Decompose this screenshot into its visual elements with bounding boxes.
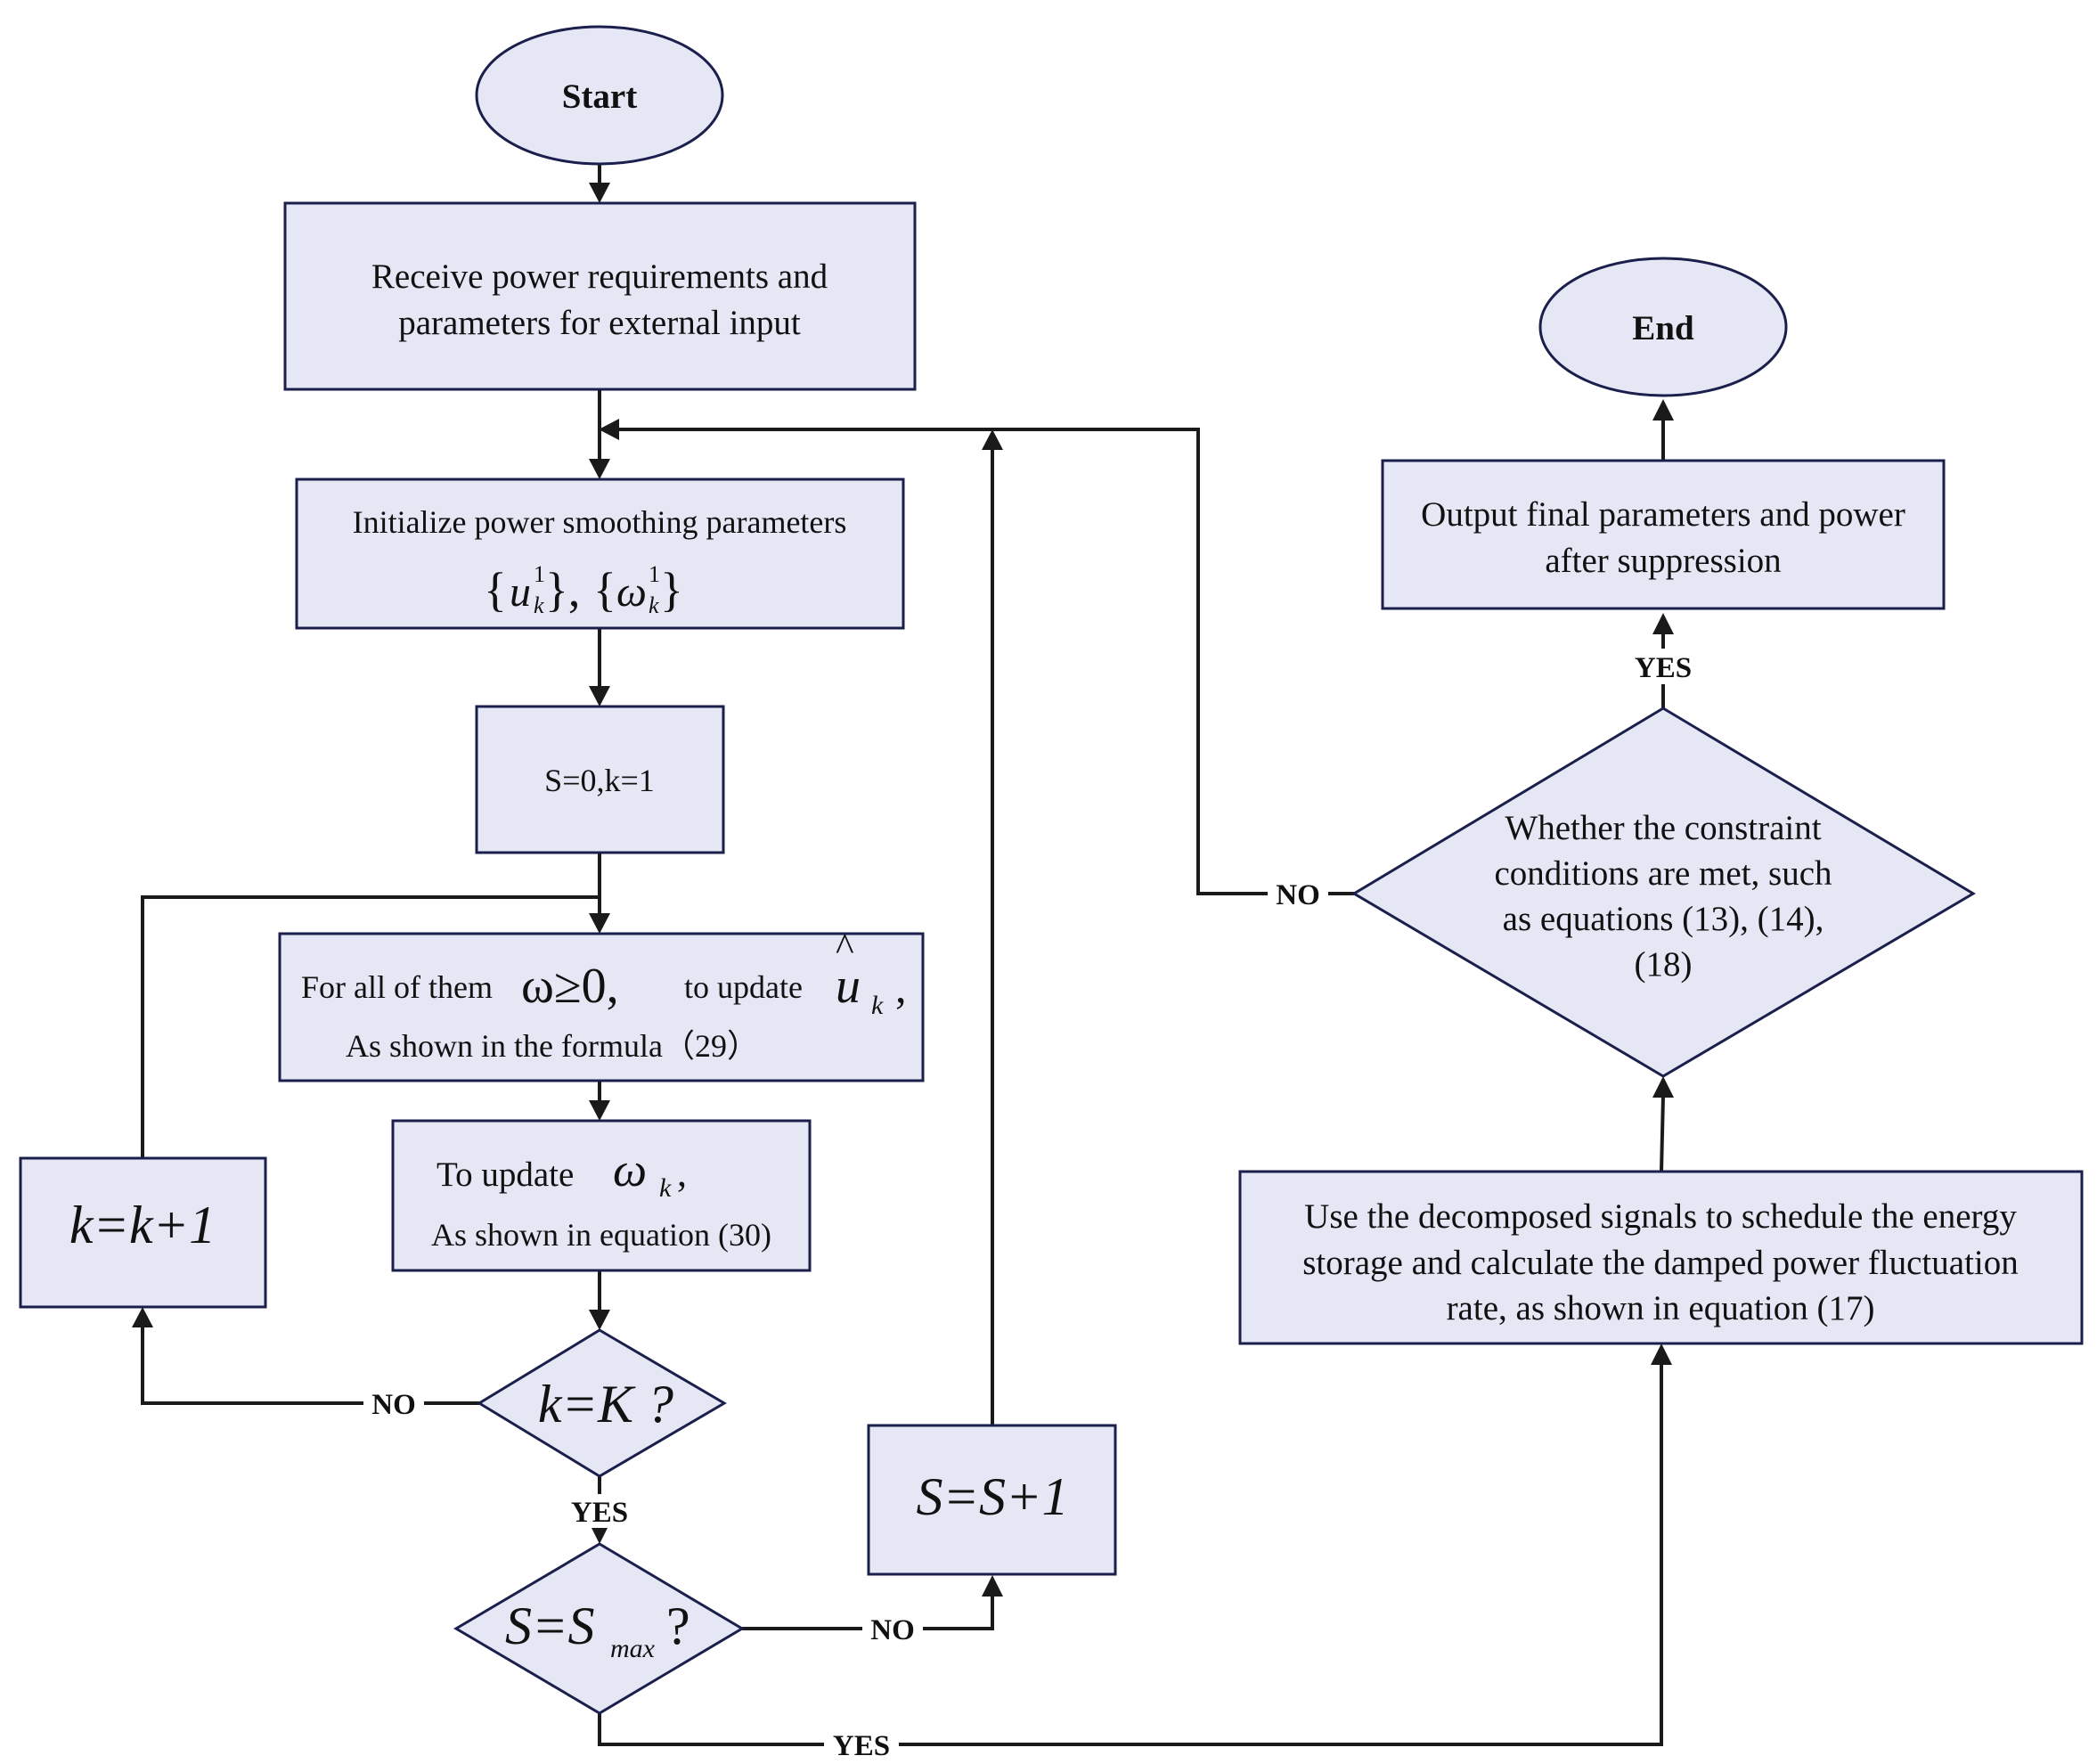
update-prefix: To update	[437, 1156, 574, 1194]
update-comma: ,	[677, 1151, 687, 1195]
connectors	[132, 165, 1674, 1746]
arrowhead	[591, 1526, 608, 1544]
increment-k-box: k=k+1	[19, 1156, 267, 1309]
arrowhead	[589, 183, 610, 203]
increment-k-label: k=k+1	[69, 1196, 216, 1254]
init-u: u	[510, 568, 531, 616]
init-omega-sup: 1	[649, 561, 660, 587]
arrowhead	[589, 1310, 610, 1330]
output-box: Output final parameters and power after …	[1381, 459, 1946, 610]
decision-constraints: Whether the constraint conditions are me…	[1351, 706, 1976, 1078]
arrowhead	[589, 1100, 610, 1121]
init-u-sub: k	[534, 592, 544, 618]
init-math: { u 1 k }, { ω 1 k }	[484, 561, 683, 618]
edge-labels: NO YES NO YES NO YES	[363, 649, 1701, 1762]
arrowhead	[1652, 1076, 1674, 1098]
label-yes-constraint: YES	[1635, 652, 1692, 684]
decision-k-equals-K: k=K ?	[477, 1328, 727, 1478]
edge-decomp-constraint	[1660, 1095, 1665, 1172]
init-brace-open-1: {	[484, 563, 507, 617]
receive-line-1: Receive power requirements and	[371, 257, 828, 296]
init-u-sup: 1	[534, 561, 545, 587]
decision-s-equals-smax: S=S max ?	[453, 1542, 745, 1715]
init-omega: ω	[616, 568, 647, 616]
update-omega: ω	[613, 1143, 647, 1196]
init-params-box: Initialize power smoothing parameters { …	[295, 478, 905, 630]
arrowhead	[589, 686, 610, 706]
forall-line-2: As shown in the formula（29）	[346, 1028, 759, 1064]
constraint-line-2: conditions are met, such	[1494, 854, 1832, 893]
start-label: Start	[562, 78, 637, 116]
init-brace-close-1: },	[545, 563, 580, 617]
end-node: End	[1538, 257, 1788, 397]
arrowhead	[589, 459, 610, 479]
decomp-line-2: storage and calculate the damped power f…	[1302, 1244, 2019, 1282]
schedule-storage-box: Use the decomposed signals to schedule t…	[1238, 1170, 2084, 1345]
decomp-line-3: rate, as shown in equation (17)	[1447, 1289, 1875, 1327]
decision-smax-q: ?	[666, 1597, 690, 1655]
decomp-line-1: Use the decomposed signals to schedule t…	[1304, 1197, 2017, 1236]
edge-kK-no	[141, 1326, 479, 1405]
s0-k1-label: S=0,k=1	[544, 763, 655, 798]
increment-s-label: S=S+1	[917, 1467, 1069, 1526]
init-line-1: Initialize power smoothing parameters	[353, 504, 847, 540]
arrowhead	[1651, 1343, 1672, 1365]
forall-comma: ,	[895, 962, 907, 1012]
update-omega-box: To update ω k , As shown in equation (30…	[391, 1119, 812, 1272]
init-brace-close-2: }	[660, 563, 683, 617]
update-omega-sub: k	[659, 1173, 672, 1203]
forall-mid: to update	[684, 969, 803, 1005]
arrowhead	[589, 913, 610, 934]
edge-smax-no	[742, 1595, 994, 1630]
update-u-box: For all of them ω≥0, to update u ^ k , A…	[278, 926, 925, 1082]
s0-k1-box: S=0,k=1	[475, 705, 725, 854]
receive-line-2: parameters for external input	[398, 304, 801, 342]
label-no-constraint: NO	[1276, 879, 1320, 911]
forall-u-sub: k	[871, 991, 884, 1020]
arrowhead	[1652, 613, 1674, 634]
arrowhead	[599, 419, 619, 440]
arrowhead	[982, 1575, 1003, 1597]
forall-hat: ^	[836, 926, 854, 969]
forall-prefix: For all of them	[301, 969, 493, 1005]
init-omega-sub: k	[649, 592, 659, 618]
forall-u: u	[836, 959, 861, 1014]
arrowhead	[132, 1307, 153, 1327]
decision-smax-left: S=S	[505, 1597, 595, 1655]
receive-input-box: Receive power requirements and parameter…	[283, 201, 917, 391]
label-yes-smax: YES	[833, 1730, 890, 1762]
forall-condition: ω≥0,	[521, 959, 619, 1014]
increment-s-box: S=S+1	[867, 1424, 1117, 1576]
decision-k-label: k=K ?	[538, 1375, 673, 1433]
constraint-line-4: (18)	[1635, 945, 1693, 984]
arrowhead	[1652, 399, 1674, 421]
output-line-1: Output final parameters and power	[1421, 495, 1905, 534]
edge-smax-yes	[598, 1365, 1663, 1746]
label-no-smax: NO	[870, 1614, 915, 1646]
end-label: End	[1632, 309, 1694, 347]
arrowhead	[982, 429, 1003, 450]
decision-smax-sub: max	[610, 1634, 656, 1663]
constraint-line-1: Whether the constraint	[1505, 809, 1821, 847]
update-line-2: As shown in equation (30)	[431, 1217, 771, 1253]
constraint-line-3: as equations (13), (14),	[1503, 900, 1824, 938]
output-line-2: after suppression	[1545, 542, 1781, 580]
edge-kk1-loop	[141, 895, 600, 1158]
label-yes-kK: YES	[571, 1497, 628, 1529]
label-no-kK: NO	[371, 1389, 416, 1421]
start-node: Start	[475, 25, 724, 166]
init-brace-open-2: {	[593, 563, 616, 617]
